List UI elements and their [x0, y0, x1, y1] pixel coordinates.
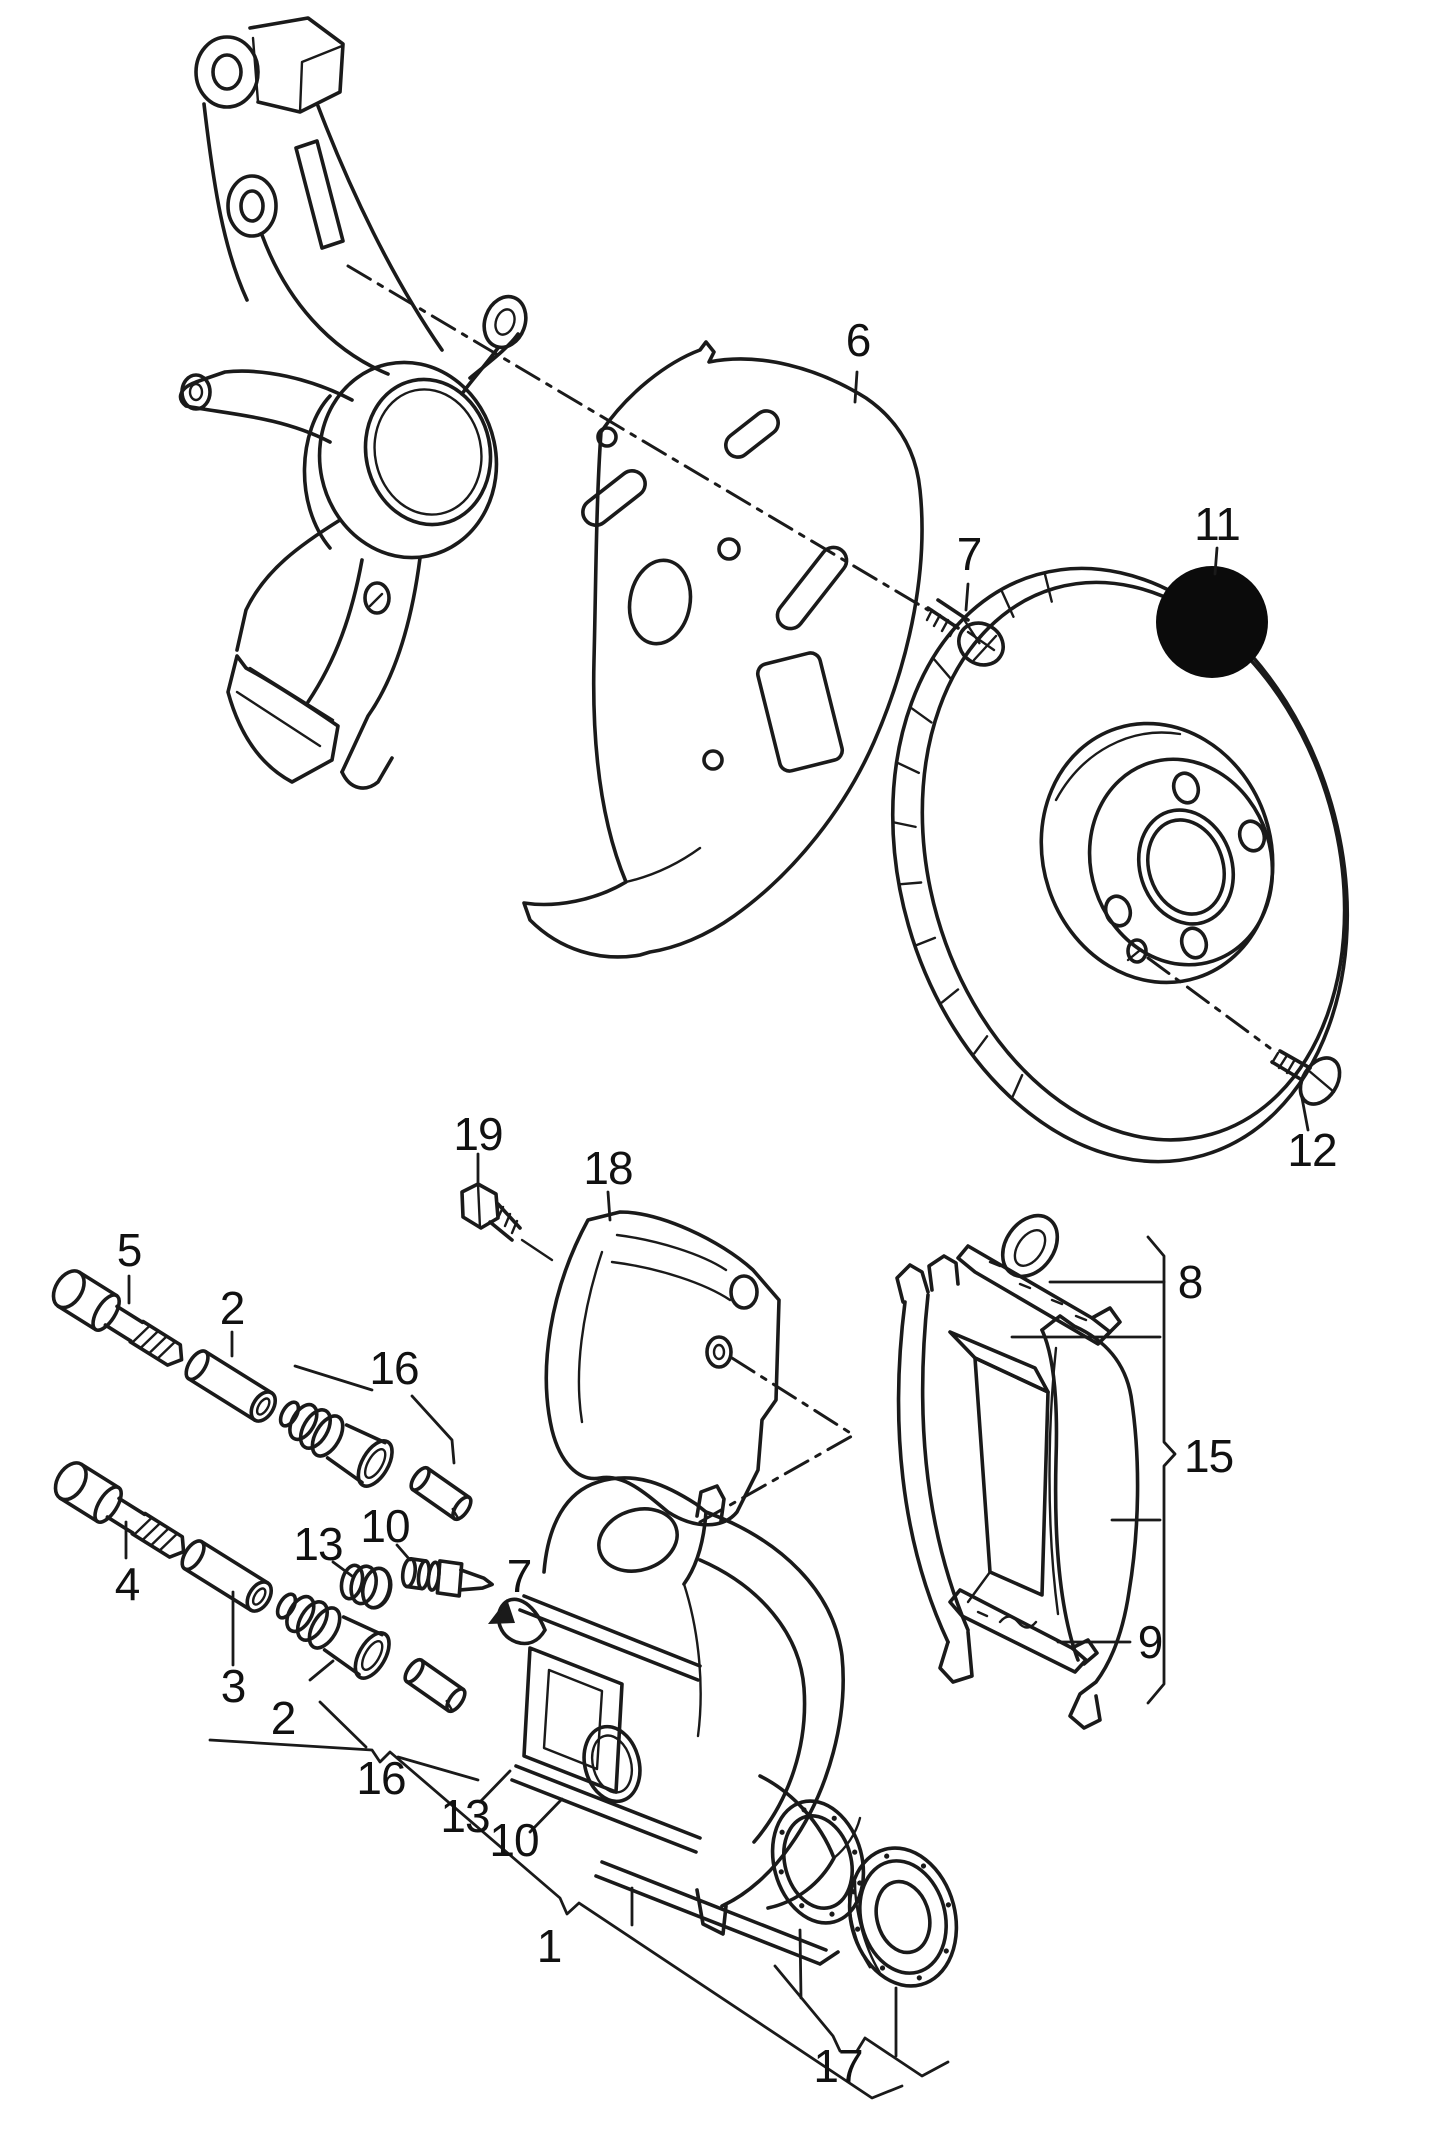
callout-9: 9	[1138, 1616, 1163, 1668]
guide-bushing-16-top	[269, 1387, 401, 1494]
callout-1: 1	[537, 1920, 562, 1972]
bolt-19	[460, 1182, 554, 1262]
callout-6: 6	[846, 314, 871, 366]
steering-knuckle	[178, 16, 528, 790]
blackout-dot	[1156, 566, 1268, 678]
bracket-1	[208, 1738, 904, 2100]
disc-lug-holes	[1103, 771, 1267, 960]
guide-bushing-16-bottom	[266, 1579, 398, 1686]
alignment-line-shield	[698, 1356, 854, 1524]
callout-3: 3	[221, 1660, 246, 1712]
callout-10: 10	[360, 1500, 409, 1552]
piston-seal-ring	[770, 1799, 866, 1925]
alignment-line-screw-12	[1146, 956, 1272, 1050]
splash-shield	[522, 340, 924, 959]
callout-15: 15	[1184, 1430, 1233, 1482]
callout-13: 13	[293, 1518, 342, 1570]
callout-2: 2	[220, 1282, 245, 1334]
brake-pad-inner	[895, 1254, 1050, 1684]
piston-dust-boot	[847, 1846, 959, 1988]
callout-13b: 13	[440, 1790, 489, 1842]
brake-disc	[890, 566, 1350, 1164]
alignment-line-knuckle-shield	[346, 264, 930, 612]
callout-16: 16	[369, 1342, 418, 1394]
guide-pin-16-bottom	[399, 1654, 471, 1717]
callout-labels: 5 2 16 4 3 2 16 13 10 13 10 7 19 18 6 7 …	[115, 314, 1338, 2092]
callout-8: 8	[1178, 1256, 1203, 1308]
callout-7: 7	[957, 528, 982, 580]
arrow-7-icon	[488, 1599, 515, 1624]
guide-sleeve-3	[176, 1535, 278, 1618]
bleeder-valve-10	[400, 1557, 494, 1598]
retaining-spring-9	[948, 1588, 1099, 1674]
heat-shield	[544, 1210, 781, 1527]
brake-pad-outer	[1040, 1314, 1140, 1730]
callout-19: 19	[453, 1108, 502, 1160]
callout-10b: 10	[489, 1814, 538, 1866]
callout-16b: 16	[356, 1752, 405, 1804]
countersunk-screw-12	[1270, 1049, 1342, 1106]
guide-pin-16-top	[405, 1462, 477, 1525]
callout-4: 4	[115, 1558, 140, 1610]
callout-17: 17	[813, 2040, 862, 2092]
bleeder-cap-13	[339, 1563, 393, 1610]
retaining-spring-8	[956, 1213, 1122, 1346]
callout-12: 12	[1287, 1124, 1336, 1176]
leader-lines	[124, 370, 1310, 2100]
callout-7b: 7	[507, 1550, 532, 1602]
disc-screw-hole	[1126, 938, 1148, 964]
callout-5: 5	[117, 1224, 142, 1276]
brake-pad-set	[895, 1213, 1140, 1730]
brake-caliper	[496, 1476, 862, 1966]
callout-18: 18	[583, 1142, 632, 1194]
guide-bolt-5	[45, 1263, 194, 1379]
bracket-17	[773, 1964, 950, 2078]
bracket-15	[1146, 1235, 1177, 1705]
callout-2b: 2	[271, 1692, 296, 1744]
disc-vent-ticks	[893, 573, 1053, 1098]
guide-sleeve-2	[180, 1345, 282, 1428]
callout-11: 11	[1194, 498, 1240, 550]
guide-bolt-4	[47, 1455, 196, 1571]
